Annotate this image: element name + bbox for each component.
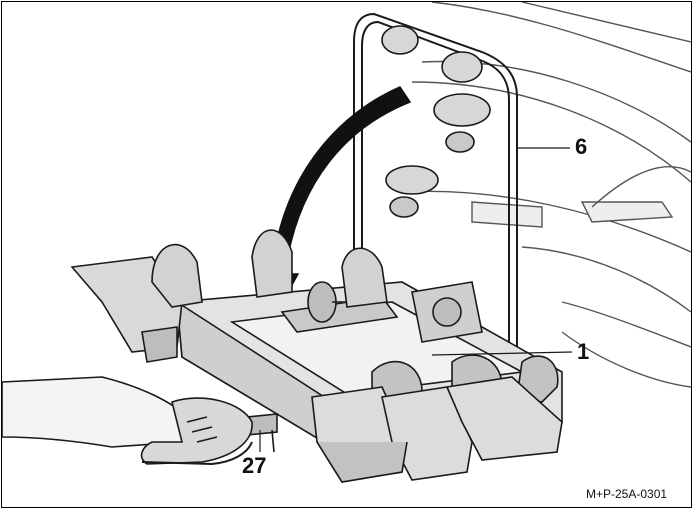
leader-lines <box>259 147 573 452</box>
bike-clamps <box>381 25 491 218</box>
car-rear <box>401 2 691 388</box>
callout-label-1: 1 <box>577 339 590 364</box>
operator-leg <box>2 376 253 466</box>
rear-light-units <box>311 376 563 483</box>
carrier-body-1 <box>70 256 563 449</box>
figure-reference: M+P-25A-0301 <box>586 487 668 501</box>
callout-label-27: 27 <box>242 453 267 478</box>
carrier-frame-6 <box>353 12 518 362</box>
callout-label-6: 6 <box>575 134 588 159</box>
